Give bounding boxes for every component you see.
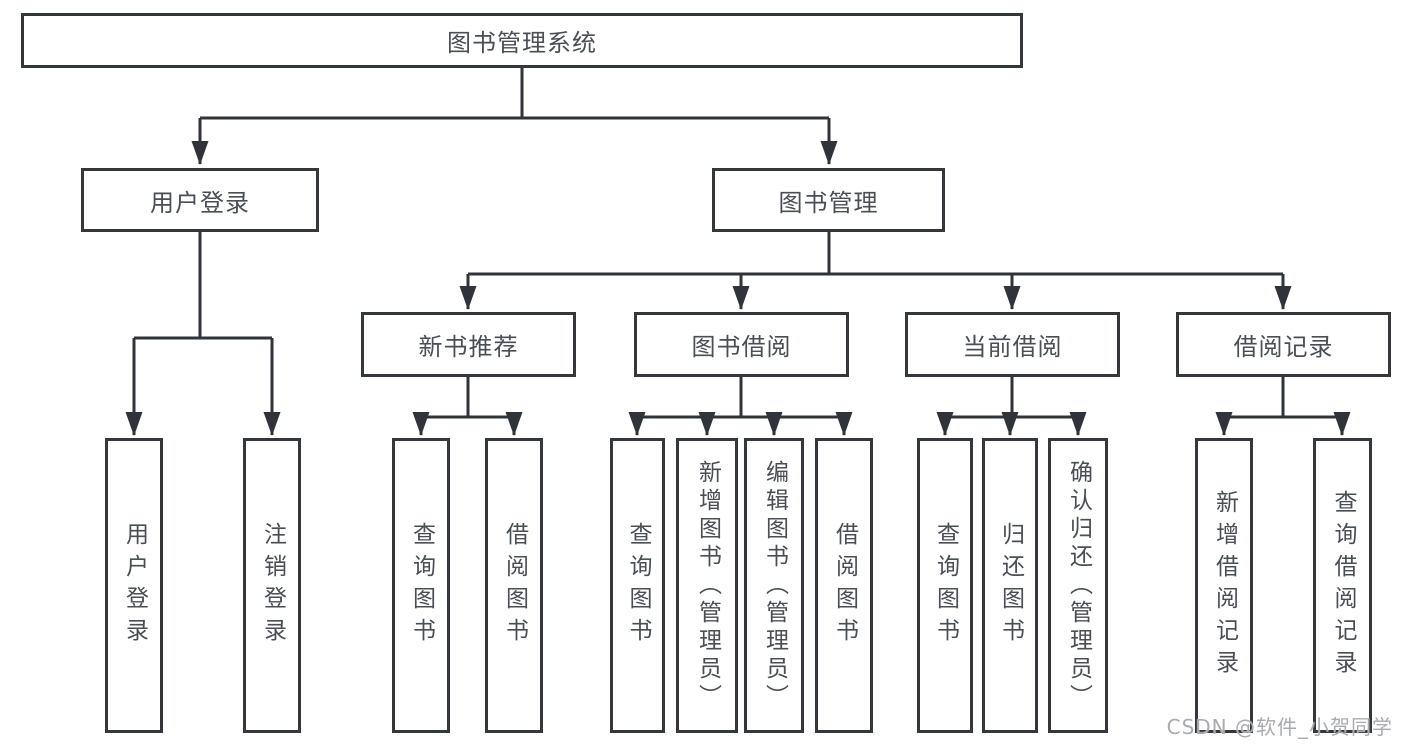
node-borrow-records: 借阅记录 <box>1176 312 1391 377</box>
node-user-login: 用户登录 <box>81 168 319 232</box>
leaf-borrow-add-books-admin: 新增图书（管理员） <box>676 438 738 733</box>
leaf-current-confirm-return-admin: 确认归还（管理员） <box>1048 438 1108 733</box>
leaf-records-add-record: 新增借阅记录 <box>1195 438 1253 733</box>
leaf-user-login: 用户登录 <box>105 438 163 733</box>
node-root: 图书管理系统 <box>21 13 1023 68</box>
leaf-current-return-books: 归还图书 <box>982 438 1038 733</box>
leaf-borrow-edit-books-admin: 编辑图书（管理员） <box>744 438 804 733</box>
leaf-logout: 注销登录 <box>243 438 301 733</box>
node-book-borrow: 图书借阅 <box>634 312 849 377</box>
watermark-text: CSDN @软件_小贺同学 <box>1166 715 1393 739</box>
leaf-records-query-record: 查询借阅记录 <box>1313 438 1372 733</box>
leaf-current-query-books: 查询图书 <box>917 438 973 733</box>
node-new-book-recommend: 新书推荐 <box>361 312 576 377</box>
node-book-management: 图书管理 <box>712 168 945 232</box>
leaf-newbook-query-books: 查询图书 <box>392 438 450 733</box>
leaf-borrow-query-books: 查询图书 <box>610 438 665 733</box>
leaf-newbook-borrow-books: 借阅图书 <box>485 438 543 733</box>
leaf-borrow-borrow-books: 借阅图书 <box>815 438 873 733</box>
node-current-borrow: 当前借阅 <box>905 312 1120 377</box>
